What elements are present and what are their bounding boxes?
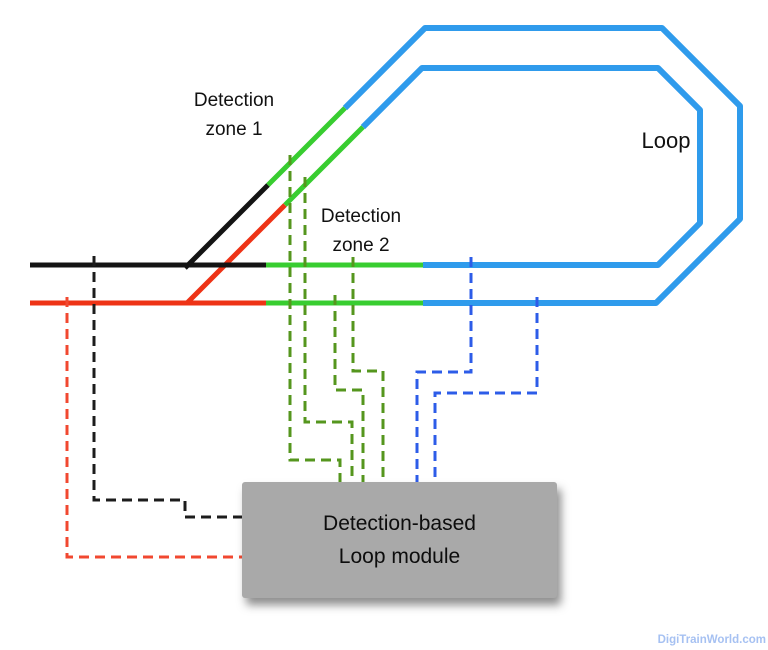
loop-module-line2: Loop module <box>338 545 461 568</box>
loop-module-box: Detection-based Loop module <box>242 482 557 598</box>
wire-loop-upper <box>415 257 473 483</box>
loop-label: Loop <box>641 128 691 153</box>
wire-zone1-upper <box>288 155 342 483</box>
wire-zone1-lower <box>303 177 354 483</box>
wire-mainline-red <box>65 297 242 559</box>
detection-zone-1-line2: zone 1 <box>205 119 263 140</box>
wire-mainline-black <box>92 256 242 519</box>
detection-zone-2-label: Detection zone 2 <box>281 202 441 260</box>
track-branch-red-diagonal <box>185 203 287 305</box>
watermark: DigiTrainWorld.com <box>657 634 766 646</box>
detection-zone-1-line1: Detection <box>193 90 275 111</box>
loop-outer-blue <box>342 25 743 306</box>
track-branch-black-diagonal <box>183 183 270 270</box>
detection-zone-2-line2: zone 2 <box>332 235 390 256</box>
track-zone1-lower-green-diagonal <box>283 125 365 207</box>
detection-zone-2-line1: Detection <box>320 206 402 227</box>
track-zone1-upper-green-diagonal <box>266 106 347 187</box>
wire-zone2-upper <box>351 257 385 483</box>
detection-zone-1-label: Detection zone 1 <box>154 86 314 144</box>
wire-zone2-lower <box>333 295 365 483</box>
loop-inner-blue <box>360 65 703 268</box>
loop-module-line1: Detection-based <box>323 512 476 535</box>
wire-loop-lower <box>433 297 539 483</box>
